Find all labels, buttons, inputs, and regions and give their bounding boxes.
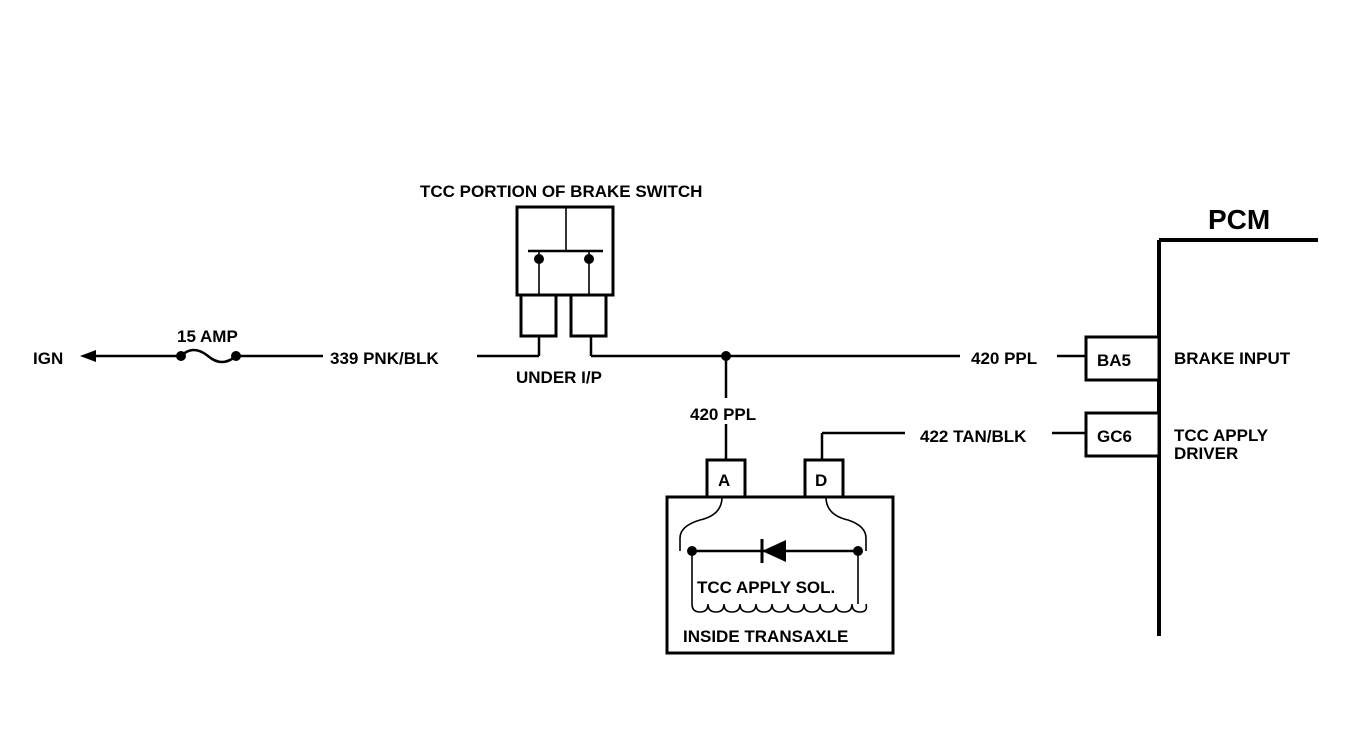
connector-gc6-label: GC6 bbox=[1097, 427, 1132, 446]
ign-circuit bbox=[80, 336, 1086, 460]
brake-switch-title: TCC PORTION OF BRAKE SWITCH bbox=[420, 182, 702, 201]
wire-422 bbox=[820, 431, 1086, 460]
brake-switch bbox=[515, 205, 615, 338]
wire-339-label: 339 PNK/BLK bbox=[330, 349, 439, 368]
pin-a-label: A bbox=[718, 471, 730, 490]
tcc-apply-label-line1: TCC APPLY bbox=[1174, 426, 1269, 445]
solenoid-label: TCC APPLY SOL. bbox=[697, 578, 835, 597]
pin-d-label: D bbox=[815, 471, 827, 490]
fuse-label: 15 AMP bbox=[177, 327, 238, 346]
wire-422-label: 422 TAN/BLK bbox=[920, 427, 1027, 446]
connector-gc6 bbox=[1084, 411, 1161, 458]
pcm-label: PCM bbox=[1208, 204, 1270, 235]
brake-input-label: BRAKE INPUT bbox=[1174, 349, 1291, 368]
pin-a bbox=[705, 458, 747, 499]
tcc-solenoid bbox=[679, 496, 868, 613]
under-ip-label: UNDER I/P bbox=[516, 368, 602, 387]
ign-label: IGN bbox=[33, 349, 63, 368]
tcc-apply-label-line2: DRIVER bbox=[1174, 444, 1238, 463]
pin-d bbox=[803, 458, 845, 499]
connector-ba5 bbox=[1084, 335, 1161, 382]
diode-icon bbox=[762, 540, 786, 562]
transaxle-label: INSIDE TRANSAXLE bbox=[683, 627, 848, 646]
wire-420-lower-label: 420 PPL bbox=[690, 405, 756, 424]
connector-ba5-label: BA5 bbox=[1097, 351, 1131, 370]
wire-420-upper-label: 420 PPL bbox=[971, 349, 1037, 368]
